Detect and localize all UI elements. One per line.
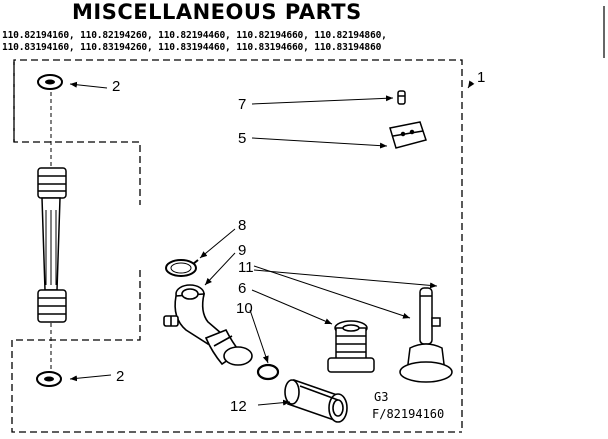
washer-bottom xyxy=(36,371,62,387)
callout-2-bottom: 2 xyxy=(116,368,124,385)
callout-11: 11 xyxy=(238,259,254,276)
callout-1: 1 xyxy=(477,69,485,86)
callout-6: 6 xyxy=(238,280,246,297)
ring-part-10 xyxy=(256,363,280,381)
callout-7: 7 xyxy=(238,96,246,113)
figure-reference: F/82194160 xyxy=(372,407,444,421)
leader-lines xyxy=(69,80,475,406)
hose-part-9 xyxy=(163,284,253,366)
callout-2-top: 2 xyxy=(112,78,120,95)
post-part-11 xyxy=(399,287,453,383)
callout-10: 10 xyxy=(236,300,253,317)
callout-9: 9 xyxy=(238,242,246,259)
boot-part-6 xyxy=(327,320,375,373)
callout-12: 12 xyxy=(230,398,247,415)
pump-shaft xyxy=(37,167,67,323)
coupling-part-12 xyxy=(284,378,348,423)
model-numbers-row-1: 110.82194160, 110.82194260, 110.82194460… xyxy=(2,30,387,41)
figure-code: G3 xyxy=(374,390,388,404)
pin-part-7 xyxy=(397,90,406,105)
model-numbers-row-2: 110.83194160, 110.83194260, 110.83194460… xyxy=(2,42,382,53)
page-title: MISCELLANEOUS PARTS xyxy=(72,0,362,24)
assembly-border xyxy=(11,59,463,433)
washer-top xyxy=(37,74,63,90)
callout-5: 5 xyxy=(238,130,246,147)
clamp-part-8 xyxy=(165,259,199,277)
callout-8: 8 xyxy=(238,217,246,234)
clip-part-5 xyxy=(389,121,427,149)
